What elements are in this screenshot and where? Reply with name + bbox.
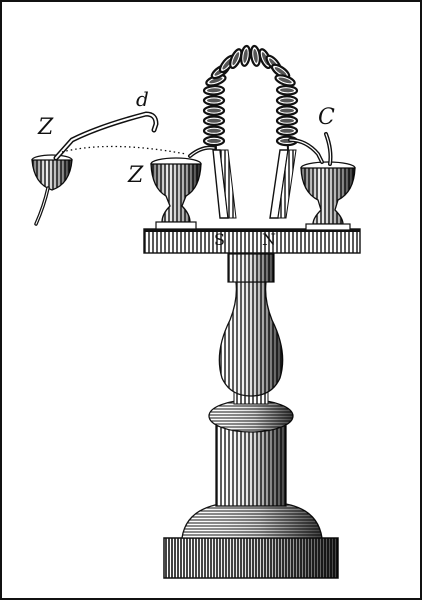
label-c: C (318, 105, 335, 130)
mercury-cup-left (150, 157, 202, 230)
coil-turn-shade (280, 88, 294, 93)
coil-turn-shade (207, 88, 221, 93)
coil-turn-shade (253, 48, 258, 63)
dotted-swing-path (61, 145, 187, 155)
coil-turn-shade (207, 108, 221, 113)
coil-turn-shade (209, 77, 223, 84)
coil-turn-shade (243, 48, 248, 63)
helix-coil (202, 44, 299, 151)
label-z-inner: Z (127, 163, 144, 188)
label-n: N (262, 230, 276, 249)
coil-turn-shade (207, 138, 221, 143)
coil-turn-shade (280, 118, 294, 123)
coil-turn-shade (274, 67, 287, 76)
coil-turn-shade (278, 77, 292, 84)
coil-lead-wires (188, 132, 333, 166)
coil-turn-shade (280, 108, 294, 113)
bent-wire-d (53, 111, 159, 161)
detached-cup (31, 154, 73, 226)
coil-turn-shade (280, 98, 294, 103)
pedestal-stand (163, 253, 339, 579)
coil-turn-shade (232, 52, 240, 66)
label-z-outer: Z (37, 115, 54, 140)
label-d: d (136, 87, 149, 111)
magnet-legs (212, 149, 297, 219)
label-s: S (214, 230, 225, 249)
coil-turn-shade (207, 128, 221, 133)
coil-turn-shade (207, 98, 221, 103)
platform-board (143, 228, 361, 254)
coil-turn-shade (207, 118, 221, 123)
coil-turn-shade (280, 128, 294, 133)
mercury-cup-right (300, 161, 356, 231)
